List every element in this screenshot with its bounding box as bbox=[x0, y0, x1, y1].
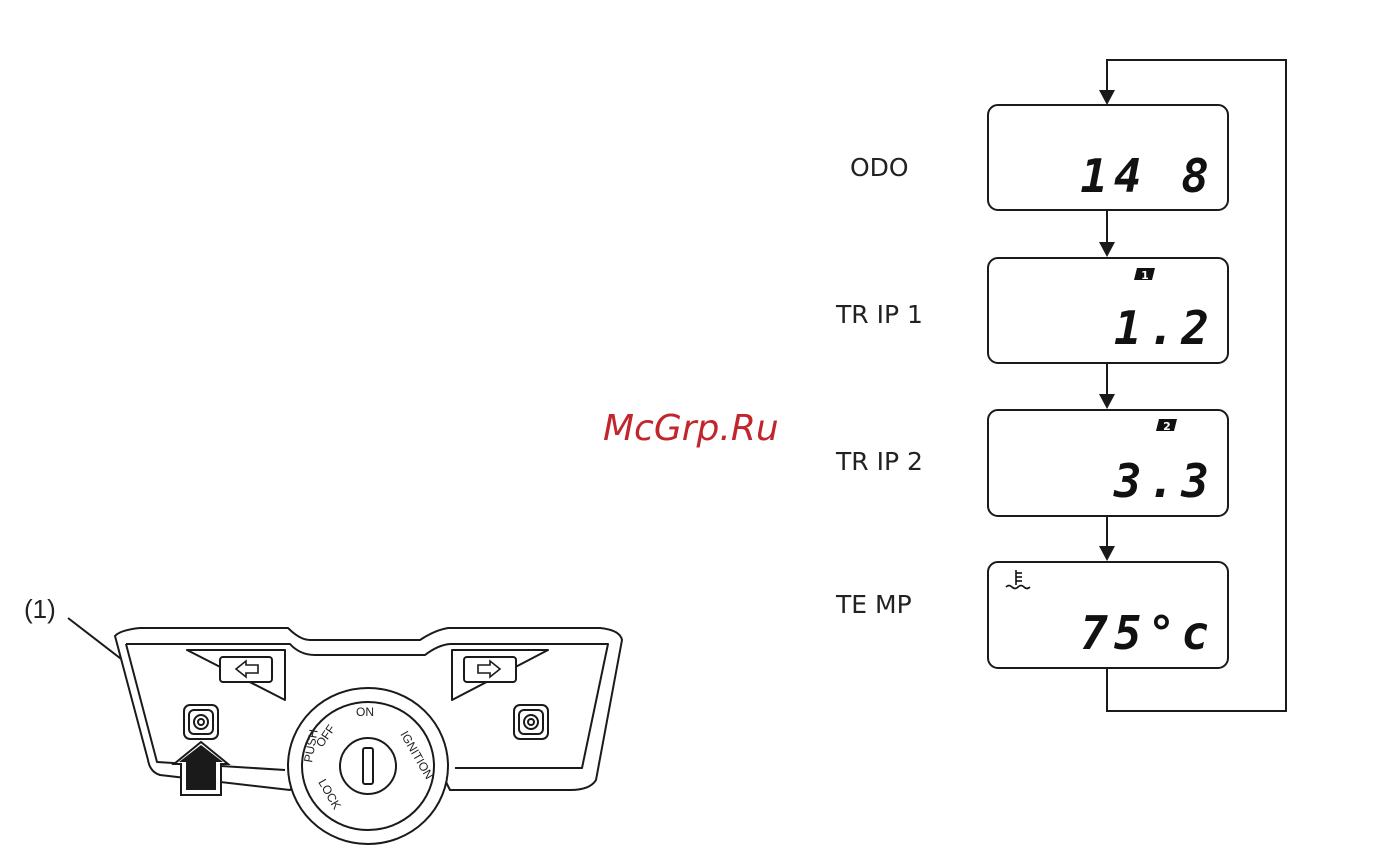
handlebar-panel bbox=[115, 628, 622, 844]
ignition-key-slot bbox=[363, 748, 373, 784]
mode-label-trip2: TR IP 2 bbox=[835, 447, 923, 476]
lcd-value-trip2: 3.3 bbox=[1113, 454, 1215, 508]
callout-label-1: (1) bbox=[24, 594, 56, 624]
connector-arrowhead-2 bbox=[1099, 394, 1115, 409]
lcd-value-temp: 75°c bbox=[1080, 606, 1215, 660]
connector-arrowhead-1 bbox=[1099, 242, 1115, 257]
trip1-indicator-icon: 1 bbox=[1134, 268, 1155, 282]
lcd-value-trip1: 1.2 bbox=[1114, 301, 1215, 355]
connector-arrowhead-3 bbox=[1099, 546, 1115, 561]
mode-label-temp: TE MP bbox=[835, 590, 912, 619]
ignition-on-label: ON bbox=[356, 705, 374, 719]
trip2-indicator-text: 2 bbox=[1163, 420, 1171, 433]
trip2-indicator-icon: 2 bbox=[1156, 419, 1177, 433]
watermark-text: McGrp.Ru bbox=[603, 408, 779, 449]
loop-arrowhead bbox=[1099, 90, 1115, 105]
trip1-indicator-text: 1 bbox=[1141, 269, 1149, 282]
lcd-value-odo: 14 8 bbox=[1080, 149, 1215, 203]
mode-label-trip1: TR IP 1 bbox=[835, 300, 923, 329]
coolant-temp-icon bbox=[1006, 570, 1030, 589]
mode-label-odo: ODO bbox=[850, 153, 909, 182]
